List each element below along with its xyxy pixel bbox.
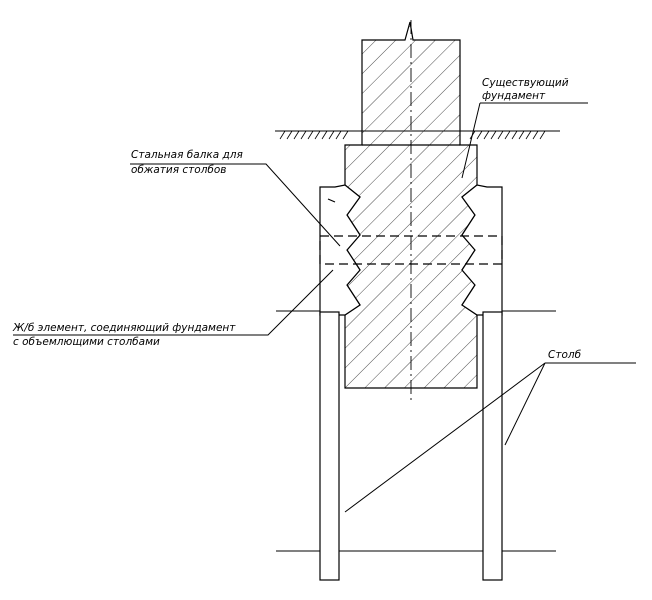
label-existing-foundation-2: фундамент [482, 90, 546, 102]
pile-left [319, 311, 340, 581]
label-pile: Столб [548, 349, 582, 361]
piles [319, 311, 503, 581]
leader-lines [13, 102, 636, 513]
reference-lines [276, 310, 556, 552]
label-steel-beam-2: обжатия столбов [131, 164, 227, 176]
label-rc-element-2: с объемлющими столбами [13, 336, 160, 348]
rc-collar-right [461, 184, 503, 316]
label-existing-foundation-1: Существующий [482, 77, 569, 89]
collar-tick [327, 198, 336, 203]
label-rc-element-1: Ж/б элемент, соединяющий фундамент [12, 322, 236, 334]
label-steel-beam-1: Стальная балка для [131, 149, 243, 161]
rc-collar-left [319, 184, 361, 316]
pile-right [482, 311, 503, 581]
